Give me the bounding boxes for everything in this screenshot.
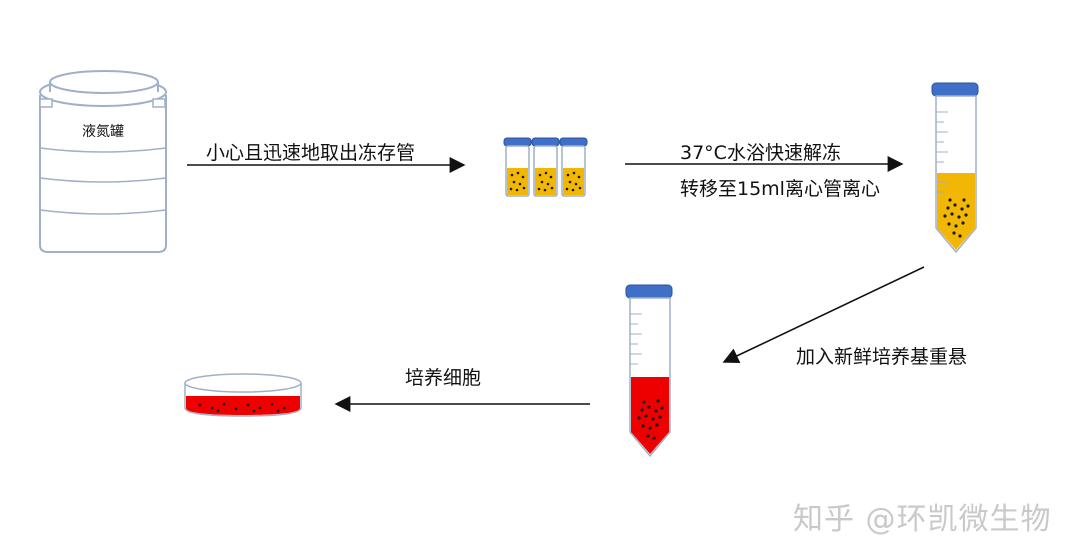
centrifuge-tube-thawed (931, 82, 979, 254)
step2-label-line2: 转移至15ml离心管离心 (680, 178, 880, 200)
cryovial (531, 137, 560, 197)
centrifuge-tube-resuspended (625, 284, 673, 458)
step3-label: 加入新鲜培养基重悬 (796, 346, 968, 368)
arrow-step3 (722, 266, 925, 364)
cryovial (503, 137, 532, 197)
step2-label-line1: 37°C水浴快速解冻 (680, 142, 841, 164)
petri-dish (184, 373, 302, 417)
cryovial (559, 137, 588, 197)
cryovials (503, 137, 588, 197)
watermark: 知乎 @环凯微生物 (793, 502, 1052, 537)
step1-label: 小心且迅速地取出冻存管 (206, 142, 416, 164)
step4-label: 培养细胞 (405, 367, 482, 389)
liquid-nitrogen-tank (39, 70, 167, 253)
tank-label: 液氮罐 (82, 124, 124, 140)
